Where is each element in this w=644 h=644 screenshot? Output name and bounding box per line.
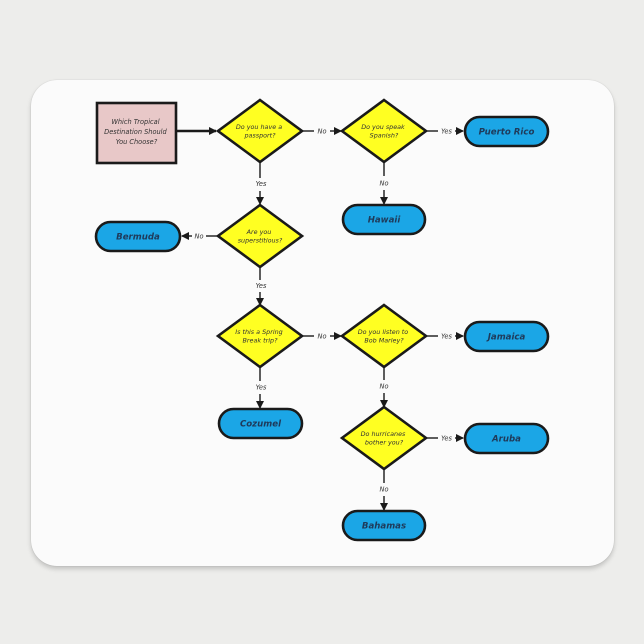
svg-text:Do you speak Spanish?: Do you speak Spanish? [361, 123, 407, 140]
svg-text:Bahamas: Bahamas [362, 522, 406, 532]
edge-label-yes: Yes [441, 333, 452, 341]
start-line-2: Destination Should [104, 128, 167, 136]
edge-label-yes: Yes [441, 435, 452, 443]
svg-text:Do hurricanes bother you: Do hurricanes bother you? [361, 430, 408, 447]
terminal-hawaii: Hawaii [341, 203, 427, 236]
svg-text:Puerto Rico: Puerto Rico [479, 128, 535, 138]
edge-label-yes: Yes [256, 282, 267, 290]
terminal-bahamas: Bahamas [341, 509, 427, 542]
edge-label-no: No [195, 233, 204, 241]
edge-label-yes: Yes [256, 180, 267, 188]
edge-label-no: No [380, 383, 389, 391]
terminal-puerto-rico: Puerto Rico [463, 115, 550, 148]
edge-labels: No Yes Yes No No Yes No Yes Yes No Yes N… [195, 128, 453, 494]
svg-text:Cozumel: Cozumel [240, 420, 282, 430]
decision-bob-marley: Do you listen to Bob Marley? [339, 303, 429, 369]
terminal-bermuda: Bermuda [94, 220, 182, 253]
edge-label-yes: Yes [441, 128, 452, 136]
svg-text:Do you listen to Bob Mar: Do you listen to Bob Marley? [358, 328, 411, 345]
start-line-1: Which Tropical [111, 118, 159, 126]
decision-spring-break: Is this a Spring Break trip? [215, 303, 305, 369]
decision-hurricanes: Do hurricanes bother you? [339, 405, 429, 471]
terminal-jamaica: Jamaica [463, 320, 550, 353]
start-line-3: You Choose? [116, 138, 158, 146]
svg-text:Are you superstitious?: Are you superstitious? [238, 228, 283, 245]
edge-label-yes: Yes [256, 384, 267, 392]
svg-text:Bermuda: Bermuda [116, 233, 160, 243]
svg-text:Which Tropical Destinati: Which Tropical Destination Should You Ch… [104, 118, 169, 146]
svg-text:Hawaii: Hawaii [368, 216, 402, 226]
start-node: Which Tropical Destination Should You Ch… [95, 101, 178, 165]
svg-text:Aruba: Aruba [491, 435, 521, 445]
terminal-aruba: Aruba [463, 422, 550, 455]
svg-text:Is this a Spring Break t: Is this a Spring Break trip? [235, 328, 285, 345]
decision-superstitious: Are you superstitious? [215, 203, 305, 269]
terminal-cozumel: Cozumel [217, 407, 304, 440]
decision-passport: Do you have a passport? [215, 98, 305, 164]
edge-label-no: No [380, 180, 389, 188]
svg-text:Jamaica: Jamaica [486, 333, 526, 343]
edges [176, 127, 464, 511]
decision-spanish: Do you speak Spanish? [339, 98, 429, 164]
edge-label-no: No [318, 128, 327, 136]
edge-label-no: No [318, 333, 327, 341]
svg-text:Do you have a passport?: Do you have a passport? [236, 123, 284, 140]
edge-label-no: No [380, 486, 389, 494]
